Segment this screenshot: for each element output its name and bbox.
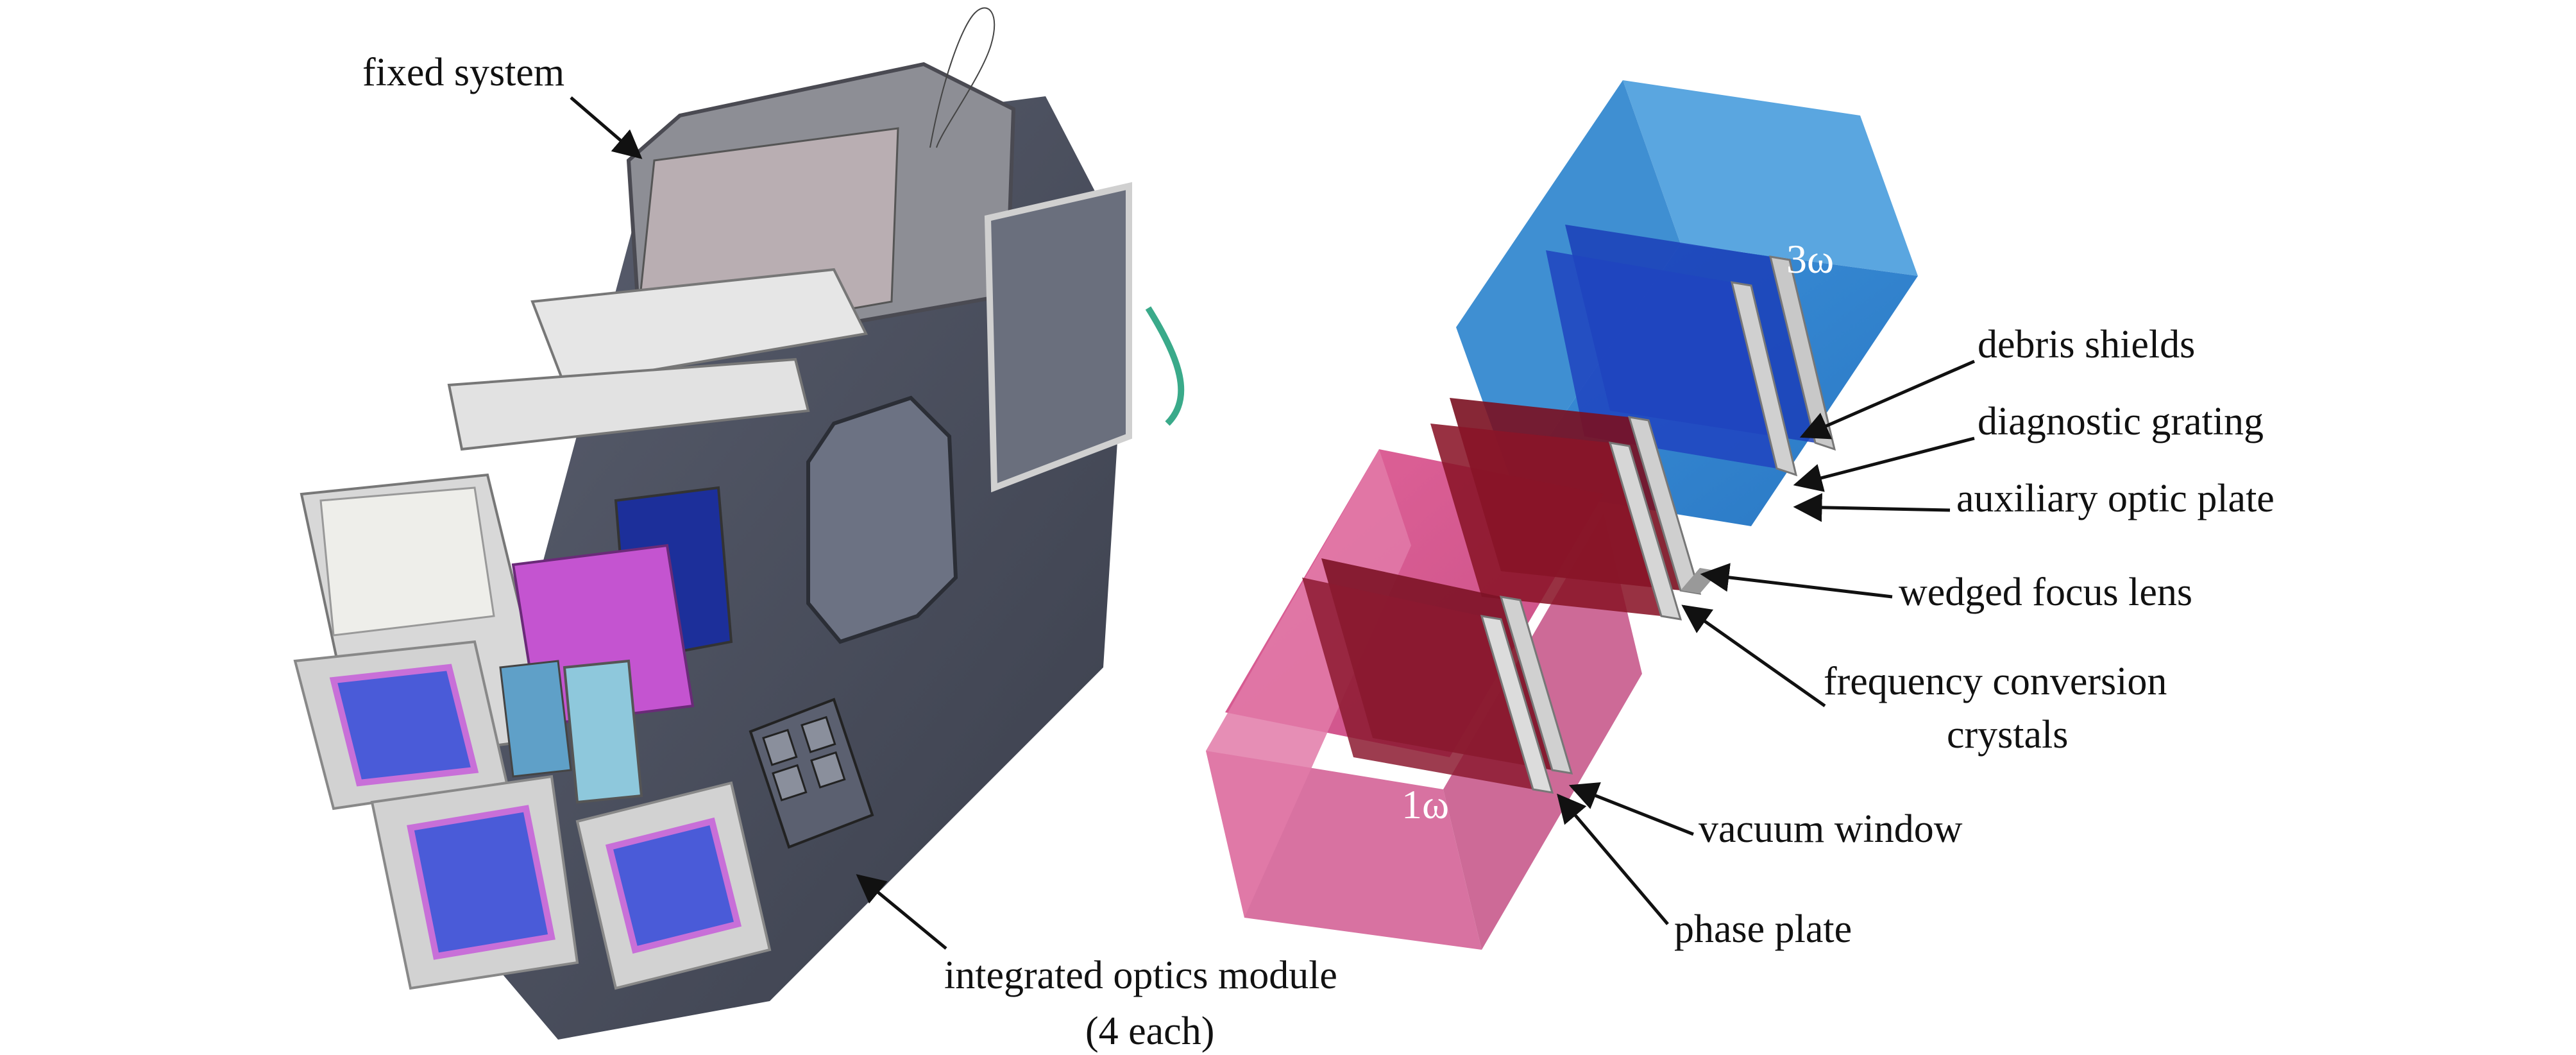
leader-auxiliary-optic-plate [1793, 493, 1951, 522]
label-frequency-conversion-crystals-line2: crystals [1947, 713, 2068, 757]
optic-vacuum-window-phase-plate [1302, 558, 1573, 794]
final-optics-assembly [293, 7, 1185, 1040]
leader-frequency-conversion-crystals [1681, 605, 1826, 708]
leader-wedged-focus-lens [1700, 563, 1893, 599]
label-debris-shields: debris shields [1978, 323, 2195, 366]
leader-phase-plate [1557, 793, 1669, 925]
label-beam-3w: 3ω [1786, 236, 1834, 282]
label-integrated-optics-module-count: (4 each) [1085, 1009, 1214, 1053]
leader-integrated-optics-module [856, 874, 947, 950]
label-beam-1w: 1ω [1402, 782, 1449, 827]
label-fixed-system: fixed system [362, 51, 564, 94]
leader-diagnostic-grating [1793, 436, 1975, 492]
leader-debris-shields [1799, 359, 1976, 440]
label-frequency-conversion-crystals: frequency conversion [1824, 660, 2167, 703]
leader-fixed-system [570, 96, 643, 159]
label-wedged-focus-lens: wedged focus lens [1899, 570, 2192, 614]
beam-path-diagram [1206, 80, 1918, 950]
leader-vacuum-window [1568, 782, 1694, 836]
optic-frequency-conversion-crystals [1430, 398, 1702, 621]
label-phase-plate: phase plate [1674, 907, 1852, 951]
label-integrated-optics-module: integrated optics module [944, 954, 1337, 997]
label-auxiliary-optic-plate: auxiliary optic plate [1956, 477, 2275, 520]
label-diagnostic-grating: diagnostic grating [1978, 400, 2264, 443]
label-vacuum-window: vacuum window [1699, 807, 1963, 851]
